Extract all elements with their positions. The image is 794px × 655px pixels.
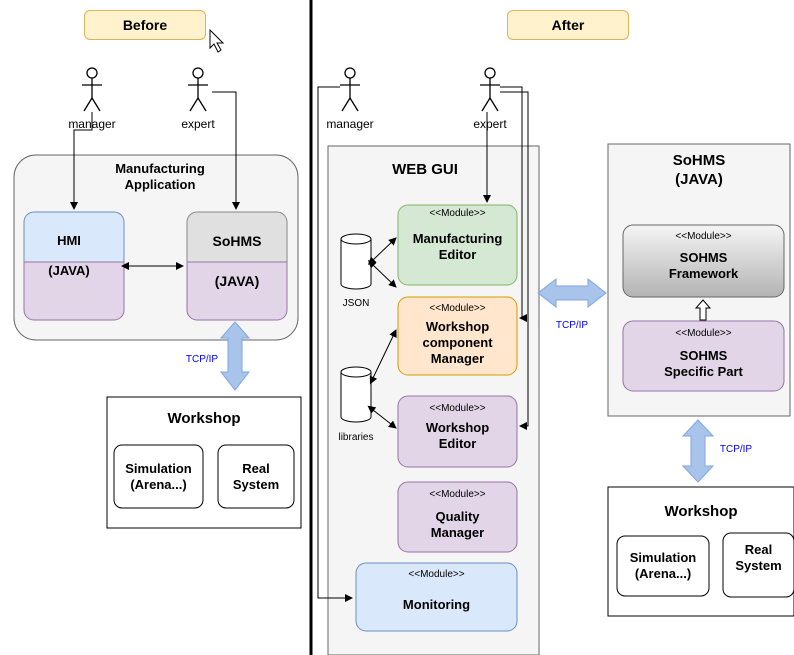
- actor-manager-left-label: manager: [68, 117, 116, 131]
- module-name-line3: Manager: [430, 351, 485, 366]
- libraries-database-icon: [340, 366, 372, 423]
- tcp-arrow-right: [681, 419, 715, 483]
- hmi-name: HMI: [57, 233, 81, 248]
- module-name-line2: Editor: [438, 436, 477, 451]
- json-database-icon: [340, 233, 372, 290]
- manufacturing-application-title-line2: Application: [124, 177, 196, 192]
- actor-expert-left-label: expert: [181, 117, 215, 131]
- module-sohms-framework: [622, 224, 785, 298]
- tcp-arrow-middle: [537, 277, 607, 309]
- module-stereotype: <<Module>>: [429, 207, 486, 219]
- sohms-left-name: SoHMS: [212, 233, 262, 249]
- sohms-right-title-line1: SoHMS: [672, 152, 726, 169]
- sohms-left-box: [186, 211, 288, 263]
- module-stereotype: <<Module>>: [675, 230, 732, 242]
- simulation-right-box: [616, 535, 710, 597]
- hmi-box: [23, 211, 125, 263]
- module-manufacturing-editor-label: Manufacturing Editor: [398, 229, 517, 265]
- module-name-line1: Workshop: [425, 420, 490, 435]
- module-monitoring: [355, 562, 518, 632]
- simulation-left-label: Simulation (Arena...): [114, 445, 203, 508]
- module-manufacturing-editor: [397, 204, 518, 286]
- hmi-lang: (JAVA): [48, 263, 90, 278]
- module-stereotype: <<Module>>: [429, 302, 486, 314]
- actor-manager-right-label: manager: [326, 117, 374, 131]
- heading-before: Before: [84, 10, 206, 40]
- sohms-right-title-line2: (JAVA): [675, 171, 723, 188]
- real-system-left-label: Real System: [218, 445, 294, 508]
- module-monitoring-label: Monitoring: [402, 597, 471, 612]
- sohms-left-lang: (JAVA): [214, 273, 260, 289]
- real-system-left-box: [217, 444, 295, 509]
- json-label: JSON: [342, 297, 370, 309]
- module-workshop-editor: [397, 395, 518, 468]
- sohms-right-title: SoHMS (JAVA): [608, 150, 790, 190]
- module-stereotype: <<Module>>: [429, 402, 486, 414]
- actor-expert-left-icon: [188, 67, 208, 112]
- simulation-left-line2: (Arena...): [130, 476, 187, 492]
- heading-after: After: [507, 10, 629, 40]
- inheritance-arrow-icon: [694, 299, 712, 321]
- real-system-left-line2: System: [232, 476, 280, 492]
- tcp-arrow-left: [219, 321, 251, 391]
- real-system-right-line1: Real: [744, 542, 773, 557]
- module-name-line2: Manager: [430, 525, 485, 540]
- sohms-framework-line2: Framework: [668, 266, 739, 281]
- manufacturing-application-title: Manufacturing Application: [100, 160, 220, 194]
- sohms-framework-line1: SOHMS: [679, 250, 728, 265]
- module-quality-manager-label: Quality Manager: [398, 507, 517, 543]
- workshop-left-title: Workshop: [167, 409, 241, 427]
- sohms-specific-line1: SOHMS: [679, 348, 728, 363]
- module-workshop-component-manager-label: Workshop component Manager: [398, 316, 517, 370]
- module-stereotype: <<Module>>: [408, 568, 465, 580]
- workshop-right-title: Workshop: [664, 502, 738, 520]
- module-name-line1: Manufacturing: [412, 231, 503, 246]
- simulation-right-line1: Simulation: [629, 550, 697, 565]
- mouse-cursor-icon: [209, 28, 225, 53]
- sohms-framework-label: SOHMS Framework: [623, 249, 784, 283]
- module-workshop-component-manager: [397, 296, 518, 376]
- simulation-left-line1: Simulation: [125, 460, 192, 476]
- simulation-right-line2: (Arena...): [634, 566, 692, 581]
- simulation-right-label: Simulation (Arena...): [617, 536, 709, 596]
- simulation-left-box: [113, 444, 204, 509]
- module-name-line1: Quality: [435, 509, 480, 524]
- real-system-right-line2: System: [735, 558, 782, 573]
- real-system-right-label: Real System: [723, 533, 794, 583]
- sohms-specific-line2: Specific Part: [664, 364, 743, 379]
- real-system-left-line1: Real: [242, 460, 270, 476]
- sohms-specific-label: SOHMS Specific Part: [623, 347, 784, 381]
- webgui-title: WEB GUI: [392, 160, 458, 178]
- actor-manager-left-icon: [82, 67, 102, 112]
- tcp-label-left: TCP/IP: [185, 353, 219, 365]
- libraries-label: libraries: [338, 431, 374, 443]
- real-system-right-box: [722, 532, 794, 598]
- module-workshop-editor-label: Workshop Editor: [398, 418, 517, 454]
- expert-to-sohms-arrow: [212, 91, 240, 210]
- module-name-line2: component: [422, 335, 493, 350]
- tcp-label-middle: TCP/IP: [555, 319, 589, 331]
- manager-to-monitoring-arrow: [317, 86, 353, 602]
- module-name-line2: Editor: [438, 247, 477, 262]
- module-sohms-specific: [622, 320, 785, 392]
- manager-to-hmi-arrow: [70, 112, 93, 210]
- module-quality-manager: [397, 481, 518, 553]
- actor-manager-right-icon: [340, 67, 360, 112]
- manufacturing-application-title-line1: Manufacturing: [115, 161, 205, 176]
- actor-expert-right-icon: [480, 67, 500, 112]
- module-stereotype: <<Module>>: [675, 327, 732, 339]
- module-stereotype: <<Module>>: [429, 488, 486, 500]
- tcp-label-right: TCP/IP: [719, 443, 753, 455]
- actor-expert-right-label: expert: [473, 117, 507, 131]
- module-name-line1: Workshop: [425, 319, 490, 334]
